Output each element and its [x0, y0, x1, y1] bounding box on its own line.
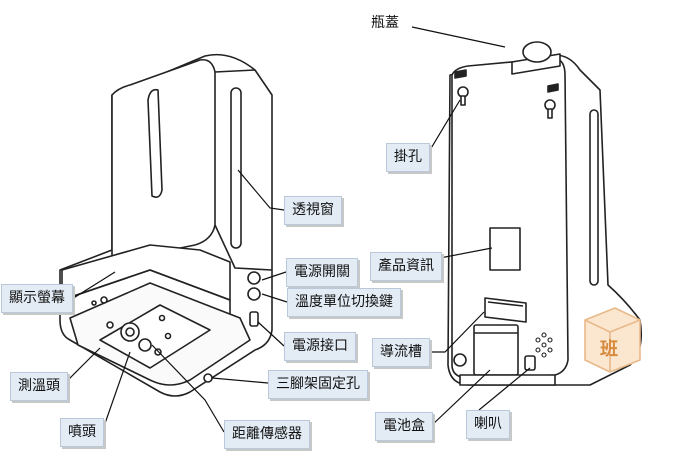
watermark-logo — [584, 307, 641, 373]
label-viewing-window: 透視窗 — [284, 196, 342, 225]
label-tripod-hole: 三腳架固定孔 — [268, 370, 368, 399]
label-bottle-cap: 瓶蓋 — [371, 15, 399, 31]
watermark-text: 班 — [600, 339, 618, 360]
label-hanging-hole: 掛孔 — [386, 143, 430, 172]
label-battery-box: 電池盒 — [375, 412, 433, 441]
front-view-device — [59, 53, 273, 397]
label-distance-sensor: 距離傳感器 — [224, 420, 310, 449]
label-speaker: 喇叭 — [466, 410, 510, 439]
label-display-screen: 顯示螢幕 — [1, 284, 73, 313]
label-nozzle: 噴頭 — [60, 418, 104, 447]
back-view-device — [447, 41, 643, 386]
label-power-port: 電源接口 — [284, 332, 356, 361]
label-power-switch: 電源開關 — [286, 258, 358, 287]
label-temp-sensor: 測溫頭 — [10, 372, 68, 401]
label-temp-unit-key: 溫度單位切換鍵 — [287, 288, 401, 317]
label-drain-slot: 導流槽 — [372, 338, 430, 367]
label-product-info: 產品資訊 — [370, 252, 442, 281]
